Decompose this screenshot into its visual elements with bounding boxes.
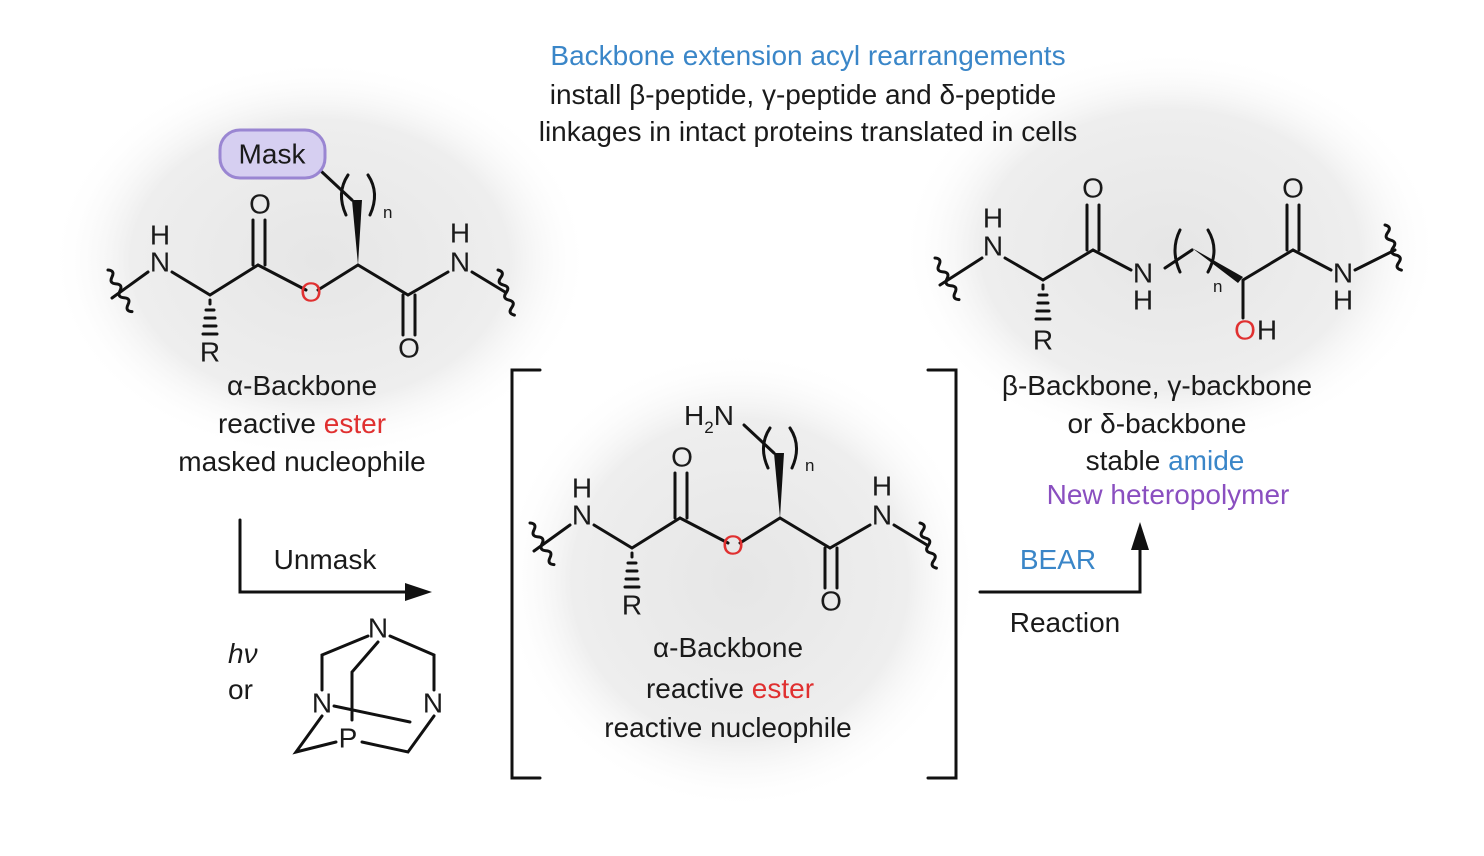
atom-h: H (1333, 285, 1353, 316)
title-line-3: linkages in intact proteins translated i… (539, 116, 1078, 147)
right-bracket (926, 368, 958, 780)
atom-r: R (1033, 325, 1053, 356)
title-line-1: Backbone extension acyl rearrangements (550, 40, 1065, 71)
atom-p: P (339, 723, 358, 754)
atom-n: N (872, 500, 892, 531)
atom-n: N (150, 247, 170, 278)
atom-h: H (872, 471, 892, 502)
or-label: or (228, 674, 253, 705)
atom-h: H (450, 218, 470, 249)
repeat-n: n (1213, 277, 1222, 296)
hv-label: hν (228, 638, 258, 669)
caption-line: or δ-backbone (1067, 408, 1246, 439)
protein-surface-backgrounds (50, 50, 1440, 810)
atom-n: N (312, 688, 332, 719)
caption-line: β-Backbone, γ-backbone (1002, 370, 1312, 401)
atom-n: N (1133, 258, 1153, 289)
heteropolymer-product: n H N O R N H O N H O H (930, 173, 1406, 356)
atom-n: N (423, 688, 443, 719)
atom-n: N (1333, 258, 1353, 289)
caption-line: reactive ester (646, 673, 814, 704)
unmask-arrow: Unmask hν or (228, 518, 432, 705)
atom-h: H (572, 473, 592, 504)
mask-label: Mask (239, 139, 307, 170)
atom-n: N (983, 231, 1003, 262)
hydroxyl-oxygen: O (1234, 315, 1256, 346)
caption-line: New heteropolymer (1047, 479, 1290, 510)
atom-o: O (671, 442, 693, 473)
title: Backbone extension acyl rearrangements i… (539, 40, 1078, 147)
ester-oxygen: O (300, 277, 322, 308)
ester-oxygen: O (722, 530, 744, 561)
caption-line: reactive nucleophile (604, 712, 852, 743)
title-line-2: install β-peptide, γ-peptide and δ-pepti… (550, 79, 1056, 110)
atom-o: O (249, 189, 271, 220)
atom-n: N (368, 613, 388, 644)
atom-n: N (450, 247, 470, 278)
repeat-n: n (383, 203, 392, 222)
atom-h: H (1133, 285, 1153, 316)
caption-line: masked nucleophile (178, 446, 426, 477)
mask-box (218, 128, 327, 180)
right-caption: β-Backbone, γ-backbone or δ-backbone sta… (1002, 370, 1312, 510)
free-amine-intermediate: H2N n H N O O R O H N (525, 400, 941, 621)
repeat-n: n (805, 456, 814, 475)
middle-caption: α-Backbone reactive ester reactive nucle… (604, 632, 852, 743)
left-bracket (510, 368, 542, 780)
caption-line: reactive ester (218, 408, 386, 439)
pta-reagent: N N N P (292, 613, 443, 755)
bear-arrow: BEAR Reaction (978, 522, 1149, 638)
atom-r: R (200, 337, 220, 368)
amine-label: H2N (684, 400, 734, 437)
left-caption: α-Backbone reactive ester masked nucleop… (178, 370, 426, 477)
atom-n: N (572, 500, 592, 531)
caption-line: stable amide (1086, 445, 1245, 476)
reaction-label: Reaction (1010, 607, 1121, 638)
masked-ester-molecule: Mask n H N O O R O H N (103, 128, 519, 368)
bear-label: BEAR (1020, 544, 1096, 575)
atom-h: H (983, 203, 1003, 234)
atom-o: O (398, 333, 420, 364)
atom-o: O (1082, 173, 1104, 204)
hydroxyl-hydrogen: H (1257, 315, 1277, 346)
caption-line: α-Backbone (227, 370, 377, 401)
atom-o: O (820, 586, 842, 617)
atom-r: R (622, 590, 642, 621)
atom-o: O (1282, 173, 1304, 204)
unmask-label: Unmask (274, 544, 378, 575)
atom-h: H (150, 220, 170, 251)
caption-line: α-Backbone (653, 632, 803, 663)
